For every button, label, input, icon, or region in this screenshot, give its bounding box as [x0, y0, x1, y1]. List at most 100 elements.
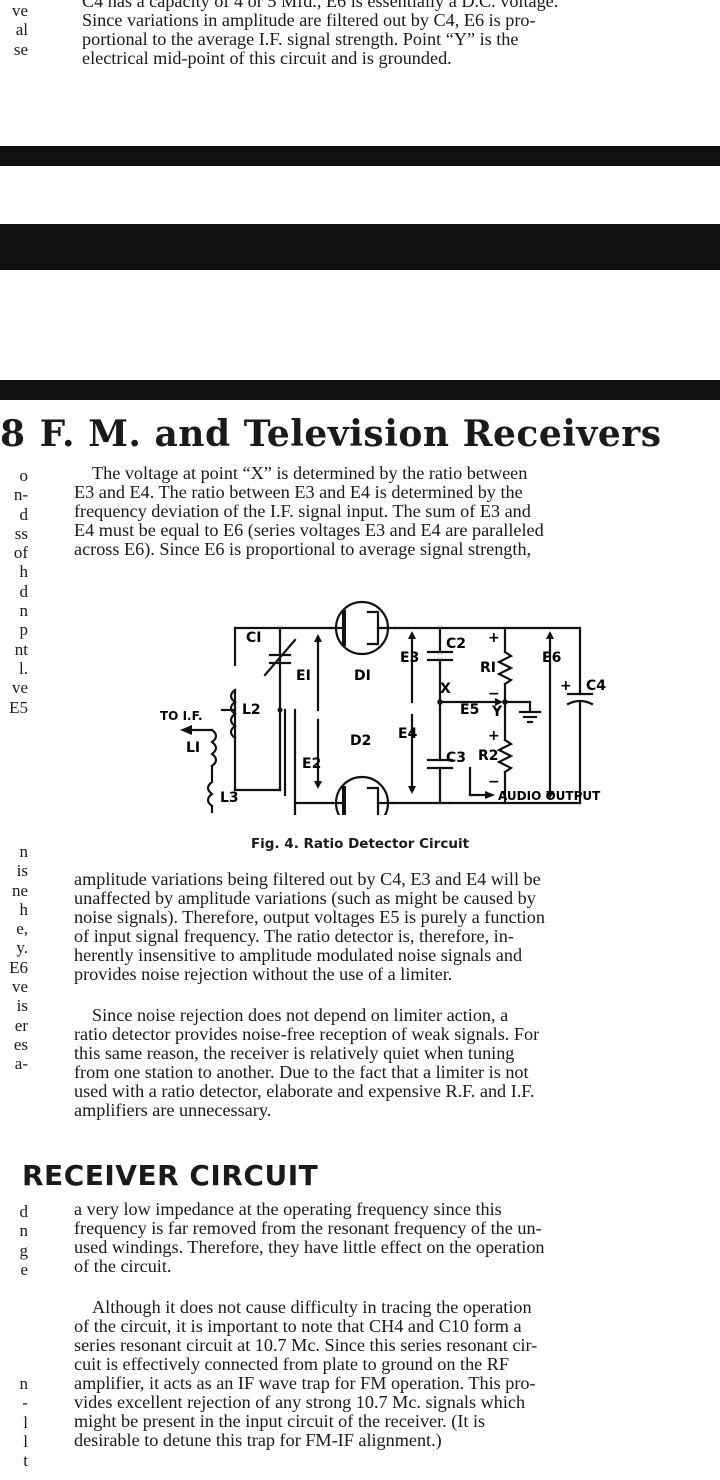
label-l2: L2	[242, 702, 261, 718]
left-column-fragments-2: n is ne h e, y. E6 ve is er es a-	[0, 842, 28, 1074]
sidebar-fragment: p	[19, 620, 29, 640]
sidebar-fragment: l	[23, 1412, 28, 1432]
black-band	[0, 224, 720, 270]
text-line: Although it does not cause difficulty in…	[92, 1297, 532, 1317]
label-c1: CI	[246, 630, 261, 646]
sidebar-fragment: es	[13, 1034, 28, 1054]
text-line: series resonant circuit at 10.7 Mc. Sinc…	[74, 1335, 538, 1355]
sidebar-fragment: E5	[9, 697, 28, 717]
label-e3: E3	[400, 650, 419, 666]
top-sidebar-fragments: ve al se	[0, 1, 28, 59]
sidebar-fragment: d	[19, 504, 29, 524]
sidebar-fragment: o	[19, 466, 29, 485]
sidebar-fragment: a-	[14, 1054, 28, 1074]
sidebar-fragment: l.	[19, 658, 28, 678]
sidebar-fragment: n	[19, 1221, 29, 1241]
label-e2: E2	[302, 756, 321, 772]
sidebar-fragment: of	[13, 543, 28, 563]
text-line: of the circuit, it is important to note …	[74, 1316, 522, 1336]
label-d2: D2	[350, 733, 371, 749]
sidebar-fragment: n	[19, 601, 29, 621]
text-line: amplifier, it acts as an IF wave trap fo…	[74, 1373, 536, 1393]
sidebar-fragment: E6	[9, 957, 28, 977]
page-top-rule	[0, 380, 720, 400]
text-line: unaffected by amplitude variations (such…	[74, 888, 536, 908]
label-e5: E5	[460, 702, 479, 718]
left-column-fragments-4: n - l l t	[0, 1374, 29, 1471]
figure-caption: Fig. 4. Ratio Detector Circuit	[250, 836, 470, 852]
sidebar-fragment: n	[19, 842, 29, 861]
sidebar-fragment: h	[19, 899, 29, 919]
sidebar-fragment: is	[16, 996, 28, 1016]
label-plus-r1: +	[488, 630, 500, 646]
text-line: C4 has a capacity of 4 or 5 Mfd., E6 is …	[82, 0, 559, 11]
sidebar-fragment: e	[20, 1259, 28, 1279]
text-line: herently insensitive to amplitude modula…	[74, 945, 523, 965]
sidebar-fragment: -	[22, 1393, 28, 1413]
text-line: noise signals). Therefore, output voltag…	[74, 907, 545, 927]
label-r1: RI	[480, 660, 496, 676]
text-line: frequency deviation of the I.F. signal i…	[74, 501, 531, 521]
label-l3: L3	[220, 790, 239, 806]
label-plus-r2: +	[488, 728, 500, 744]
sidebar-fragment: d	[19, 581, 29, 601]
text-line: amplifiers are unnecessary.	[74, 1100, 272, 1120]
page-number: 8	[0, 413, 26, 455]
ratio-detector-circuit-diagram: CI EI DI E3 C2 X E5 + RI − Y + R2 − E6 +…	[160, 600, 606, 815]
sidebar-fragment: y.	[16, 938, 28, 958]
page-divider-bar	[0, 146, 720, 166]
label-l1: LI	[186, 740, 200, 756]
label-c3: C3	[446, 750, 466, 766]
label-e6: E6	[542, 650, 561, 666]
sidebar-fragment: g	[19, 1240, 29, 1260]
text-line: from one station to another. Due to the …	[74, 1062, 529, 1082]
text-line: The voltage at point “X” is determined b…	[92, 463, 528, 483]
sidebar-fragment: t	[23, 1451, 28, 1471]
label-e4: E4	[398, 726, 418, 742]
sidebar-fragment: se	[13, 39, 28, 59]
label-minus-r2: −	[488, 774, 500, 790]
page-title-text: F. M. and Television Receivers	[39, 413, 662, 455]
paragraph-ratio: The voltage at point “X” is determined b…	[74, 464, 694, 559]
sidebar-fragment: er	[14, 1015, 28, 1035]
paragraph-amplitude: amplitude variations being filtered out …	[74, 870, 694, 984]
page-title: 8 F. M. and Television Receivers	[0, 412, 720, 456]
sidebar-fragment: ss	[14, 523, 28, 543]
label-d1: DI	[354, 668, 371, 684]
sidebar-fragment: e,	[16, 919, 28, 939]
sidebar-fragment: d	[19, 1202, 29, 1221]
label-c4: C4	[586, 678, 606, 694]
label-y: Y	[491, 704, 503, 720]
text-line: vides excellent rejection of any strong …	[74, 1392, 526, 1412]
label-x: X	[440, 681, 451, 697]
sidebar-fragment: l	[23, 1431, 28, 1451]
text-line: provides noise rejection without the use…	[74, 964, 453, 984]
sidebar-fragment: ne	[11, 880, 28, 900]
sidebar-fragment: ve	[11, 1, 28, 20]
label-plus-c4: +	[560, 678, 572, 694]
sidebar-fragment: al	[15, 20, 28, 40]
left-column-fragments-1: o n- d ss of h d n p nt l. ve E5	[0, 466, 28, 717]
text-line: of the circuit.	[74, 1256, 172, 1276]
top-paragraph: C4 has a capacity of 4 or 5 Mfd., E6 is …	[82, 0, 692, 68]
text-line: a very low impedance at the operating fr…	[74, 1199, 502, 1219]
text-line: frequency is far removed from the resona…	[74, 1218, 542, 1238]
left-column-fragments-3: d n g e	[0, 1202, 29, 1279]
text-line: of input signal frequency. The ratio det…	[74, 926, 514, 946]
sidebar-fragment: nt	[14, 639, 28, 659]
text-line: used with a ratio detector, elaborate an…	[74, 1081, 535, 1101]
text-line: desirable to detune this trap for FM-IF …	[74, 1430, 442, 1450]
text-line: portional to the average I.F. signal str…	[82, 29, 519, 49]
text-line: cuit is effectively connected from plate…	[74, 1354, 510, 1374]
label-to-if: TO I.F.	[160, 709, 203, 723]
text-line: Since variations in amplitude are filter…	[82, 10, 536, 30]
text-line: E4 must be equal to E6 (series voltages …	[74, 520, 544, 540]
text-line: ratio detector provides noise-free recep…	[74, 1024, 540, 1044]
sidebar-fragment: ve	[11, 977, 28, 997]
label-e1: EI	[296, 668, 311, 684]
sidebar-fragment: n-	[13, 485, 28, 505]
text-line: across E6). Since E6 is proportional to …	[74, 539, 532, 559]
sidebar-fragment: is	[16, 861, 28, 881]
sidebar-fragment: n	[19, 1374, 29, 1393]
paragraph-wave-trap: Although it does not cause difficulty in…	[74, 1298, 694, 1450]
